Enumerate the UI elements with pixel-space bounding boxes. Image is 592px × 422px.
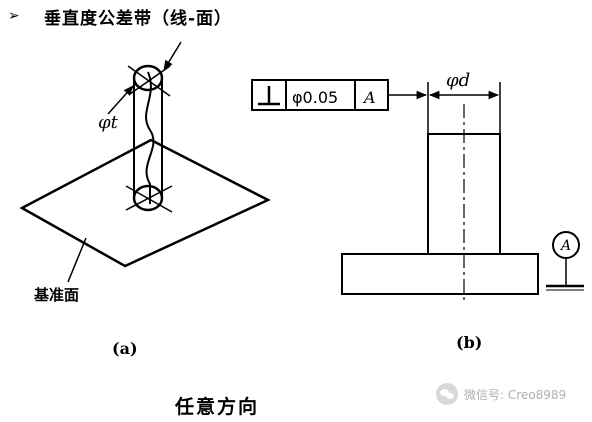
datum-symbol-letter: A	[559, 238, 571, 254]
fcf-tolerance-value: φ0.05	[292, 88, 338, 107]
bullet-arrow-icon: ➢	[8, 8, 20, 24]
tolerance-arrow-upper	[163, 41, 182, 71]
fcf-datum-reference: A	[362, 88, 376, 107]
watermark-text: 微信号: Creo8989	[464, 387, 567, 402]
figure-b	[251, 79, 584, 304]
datum-plane-label: 基准面	[33, 286, 79, 304]
wechat-logo-icon	[436, 383, 458, 405]
figure-a	[19, 41, 271, 283]
figure-b-caption: (b)	[456, 333, 482, 352]
page-title: 垂直度公差带（线-面）	[44, 8, 233, 29]
watermark: 微信号: Creo8989	[436, 383, 566, 405]
diameter-dimension-label: φd	[446, 70, 470, 91]
tolerance-arrow-lower	[107, 85, 134, 115]
title-row: ➢ 垂直度公差带（线-面）	[8, 4, 233, 29]
perpendicularity-symbol-icon	[258, 86, 280, 106]
base-block	[341, 253, 539, 295]
footer-caption: 任意方向	[175, 396, 260, 418]
datum-symbol-circle	[552, 231, 580, 259]
datum-plane-leader	[67, 237, 87, 283]
figure-a-caption: (a)	[112, 339, 138, 358]
cylinder-bottom-circle	[132, 184, 164, 212]
datum-plane	[19, 138, 271, 268]
cylinder-top-circle	[132, 64, 164, 92]
actual-axis-wavy-line	[145, 71, 155, 204]
tolerance-phi-t-label: φt	[98, 112, 119, 133]
